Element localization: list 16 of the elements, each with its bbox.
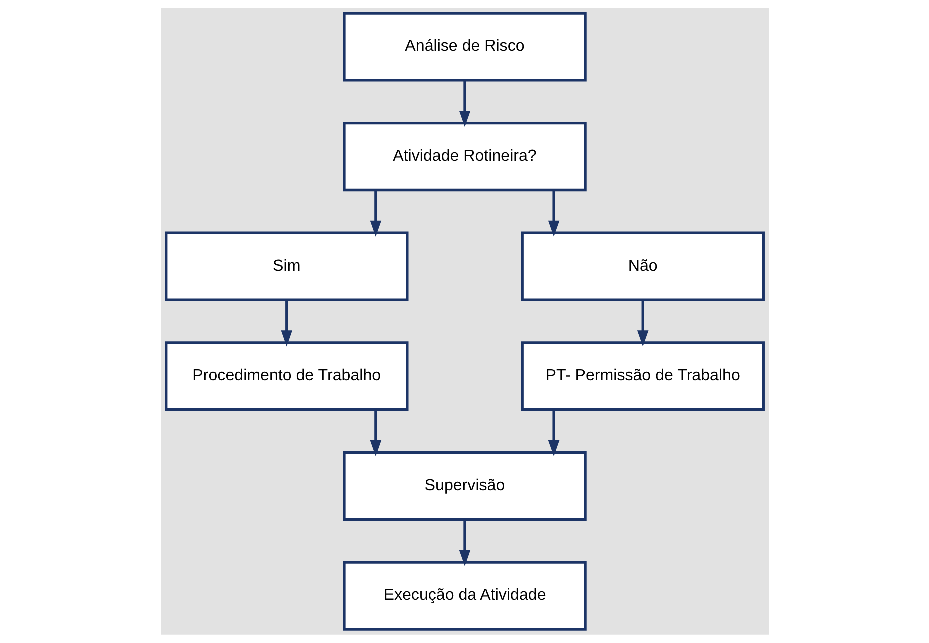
node-box: Execução da Atividade: [342, 561, 586, 631]
node-box: Análise de Risco: [342, 12, 586, 82]
arrow: [548, 190, 560, 237]
arrow: [458, 520, 470, 566]
node-box: Sim: [164, 232, 408, 302]
arrow: [458, 80, 470, 128]
arrow: [370, 410, 382, 457]
node-box: Procedimento de Trabalho: [164, 342, 408, 412]
arrow: [548, 410, 560, 457]
arrow: [636, 300, 648, 347]
node-box: Supervisão: [342, 451, 586, 522]
node-box: Não: [520, 232, 764, 302]
node-box: PT- Permissão de Trabalho: [520, 342, 764, 412]
arrow: [370, 190, 382, 237]
arrow: [280, 300, 292, 347]
node-box: Atividade Rotineira?: [342, 122, 586, 192]
